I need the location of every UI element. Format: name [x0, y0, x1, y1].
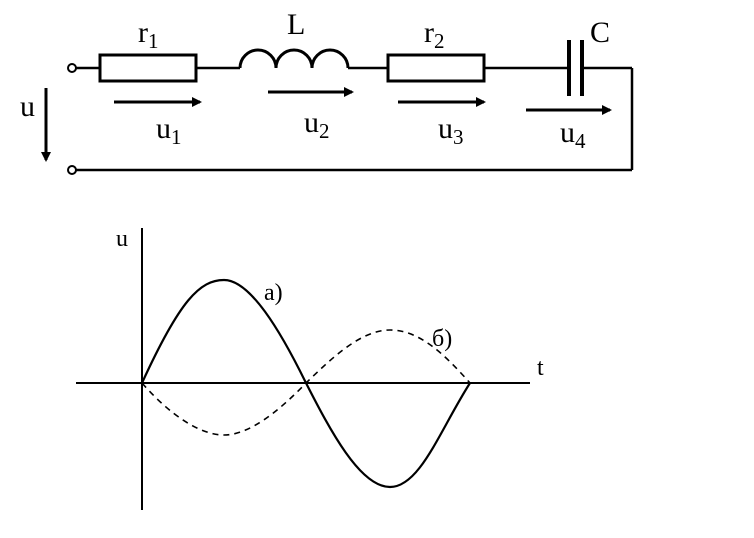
circuit-diagram [41, 40, 634, 175]
L-label: L [287, 8, 305, 41]
C-label: C [590, 16, 610, 49]
u4-label: u4 [560, 116, 586, 153]
circuit-labels: r1 L r2 C u u1 u2 u3 u4 [20, 8, 610, 153]
curve-b-label: б) [432, 326, 452, 352]
r1-label: r1 [138, 16, 159, 53]
resistor-r1 [98, 53, 198, 83]
u2-label: u2 [304, 106, 330, 143]
y-axis-label: u [116, 226, 128, 252]
u-label: u [20, 90, 35, 123]
inductor-L [238, 48, 350, 69]
u1-label: u1 [156, 112, 182, 149]
u3-label: u3 [438, 112, 464, 149]
waveform-graph: u t а) б) [76, 226, 544, 510]
resistor-r2 [386, 53, 486, 83]
r2-label: r2 [424, 16, 445, 53]
x-axis-label: t [537, 355, 544, 381]
curve-a-label: а) [264, 280, 283, 306]
curve-b-dashed [141, 329, 471, 436]
bottom-terminal [67, 165, 77, 175]
top-terminal [67, 63, 77, 73]
